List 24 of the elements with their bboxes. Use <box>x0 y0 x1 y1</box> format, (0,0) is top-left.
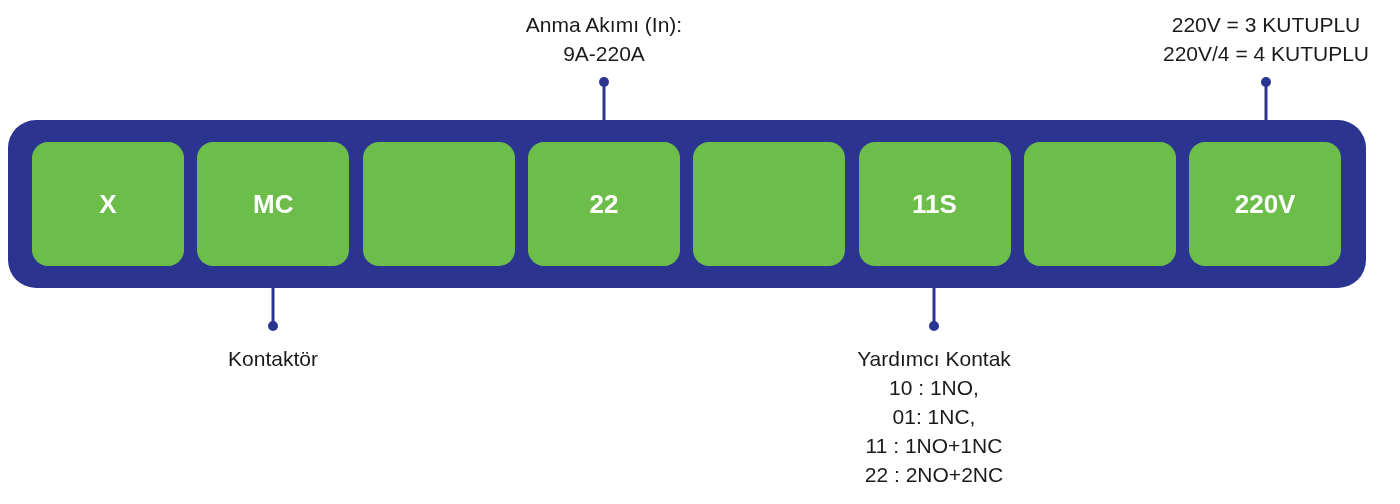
annotation-text: 11 : 1NO+1NC <box>865 433 1003 459</box>
code-segment <box>197 142 350 266</box>
code-segment <box>527 142 680 266</box>
annotation-text: 01: 1NC, <box>892 404 976 430</box>
annotation-text: 220V/4 = 4 KUTUPLU <box>1163 41 1369 67</box>
segment-code: MC <box>253 187 294 221</box>
annotation-text: 10 : 1NO, <box>889 375 979 401</box>
annotation-text: 220V = 3 KUTUPLU <box>1171 12 1361 38</box>
annotation-text: Anma Akımı (In): <box>525 12 683 38</box>
code-segment <box>1023 142 1176 266</box>
annotation-text: 9A-220A <box>563 41 645 67</box>
code-segment <box>32 142 184 266</box>
segment-code: 220V <box>1234 187 1296 221</box>
segment-code: 22 <box>589 187 619 221</box>
annotation-text: Kontaktör <box>228 346 318 372</box>
code-segment <box>362 142 515 266</box>
code-band <box>8 120 1366 288</box>
segment-code: X <box>99 187 117 221</box>
code-segment <box>1189 142 1342 266</box>
annotation-text: Yardımcı Kontak <box>857 346 1011 372</box>
code-segment <box>693 142 846 266</box>
segment-code: 11S <box>912 187 957 221</box>
annotation-text: 22 : 2NO+2NC <box>864 462 1004 488</box>
code-segment <box>858 142 1011 266</box>
